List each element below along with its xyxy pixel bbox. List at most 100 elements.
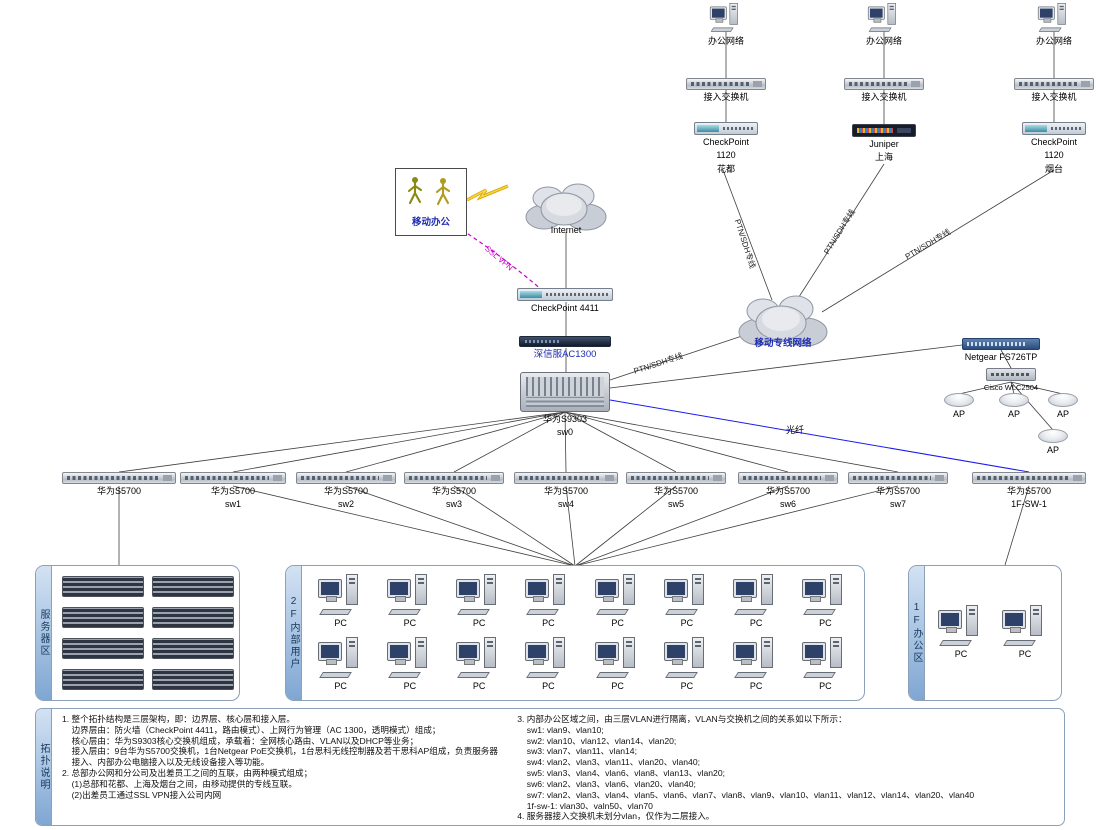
branch-workstation-huadu[interactable]: 办公网络 bbox=[704, 3, 748, 47]
switch-s5700-sw4[interactable]: 华为S5700 sw4 bbox=[514, 472, 618, 511]
pc-workstation[interactable]: PC bbox=[456, 636, 502, 692]
switch-s5700-1f-sw-1[interactable]: 华为S5700 1F-SW-1 bbox=[972, 472, 1086, 511]
branch-workstation-shanghai[interactable]: 办公网络 bbox=[862, 3, 906, 47]
note-line: sw5: vlan3、vlan4、vlan6、vlan8、vlan13、vlan… bbox=[517, 768, 726, 779]
mobile-office-group[interactable]: 移动办公 bbox=[395, 168, 467, 236]
pc-workstation[interactable]: PC bbox=[938, 605, 984, 660]
proxy-ac1300[interactable]: 深信服AC1300 bbox=[519, 336, 611, 361]
note-line: sw3: vlan7、vlan11、vlan14; bbox=[517, 746, 637, 757]
pc-label: PC bbox=[334, 618, 347, 629]
switch-s5700-sw2[interactable]: 华为S5700 sw2 bbox=[296, 472, 396, 511]
pc-workstation[interactable]: PC bbox=[525, 636, 571, 692]
router-juniper-shanghai[interactable]: Juniper 上海 bbox=[852, 124, 916, 164]
pc-label: PC bbox=[749, 618, 763, 629]
access-point-3[interactable]: AP bbox=[1048, 393, 1078, 420]
pc-workstation[interactable]: PC bbox=[317, 574, 364, 629]
pc-icon bbox=[317, 574, 364, 618]
pc-label: PC bbox=[403, 618, 417, 629]
floor1-zone-strip: 1F办公区 bbox=[909, 566, 925, 700]
pc-label: PC bbox=[472, 618, 486, 629]
workstation-icon bbox=[709, 3, 742, 34]
pc-workstation[interactable]: PC bbox=[663, 636, 710, 692]
branch-access-switch-shanghai[interactable]: 接入交换机 bbox=[844, 78, 924, 103]
switch-s5700-sw5[interactable]: 华为S5700 sw5 bbox=[626, 472, 726, 511]
switch-s5700-sw3[interactable]: 华为S5700 sw3 bbox=[404, 472, 504, 511]
firewall-checkpoint-huadu[interactable]: CheckPoint 1120 花都 bbox=[694, 122, 758, 175]
note-line: 核心层由：华为S9303核心交换机组成，承载着：全网核心路由、VLAN以及DHC… bbox=[62, 735, 419, 746]
switch-s5700-servers[interactable]: 华为S5700 bbox=[62, 472, 176, 499]
branch-access-switch-yantai[interactable]: 接入交换机 bbox=[1014, 78, 1094, 103]
pc-label: PC bbox=[819, 618, 832, 629]
site-label: 花都 bbox=[716, 163, 735, 174]
switch-sublabel: sw6 bbox=[779, 499, 796, 510]
internet-cloud[interactable]: Internet bbox=[520, 176, 612, 236]
cloud-icon bbox=[738, 295, 828, 347]
router-icon bbox=[852, 124, 916, 137]
branch-access-switch-huadu[interactable]: 接入交换机 bbox=[686, 78, 766, 103]
pc-workstation[interactable]: PC bbox=[802, 636, 848, 692]
pc-workstation[interactable]: PC bbox=[663, 574, 710, 629]
ap-icon bbox=[944, 393, 974, 407]
pc-workstation[interactable]: PC bbox=[317, 636, 364, 692]
server-icon[interactable] bbox=[62, 575, 144, 597]
mobile-leased-line-cloud[interactable]: 移动专线网络 bbox=[733, 288, 833, 350]
access-point-4[interactable]: AP bbox=[1038, 429, 1068, 456]
server-icon[interactable] bbox=[62, 638, 144, 660]
note-line: (1)总部和花都、上海及烟台之间，由移动提供的专线互联。 bbox=[62, 778, 297, 789]
server-icon[interactable] bbox=[152, 575, 234, 597]
server-icon[interactable] bbox=[152, 606, 234, 628]
switch-sublabel: sw7 bbox=[889, 499, 906, 510]
switch-label: 华为S5700 bbox=[765, 486, 811, 496]
switch-sublabel: sw2 bbox=[337, 499, 354, 510]
core-switch-s9303[interactable]: 华为S9303 sw0 bbox=[520, 372, 610, 439]
pc-workstation[interactable]: PC bbox=[733, 574, 779, 629]
access-point-2[interactable]: AP bbox=[999, 393, 1029, 420]
server-icon[interactable] bbox=[62, 669, 144, 691]
switch-sublabel: sw1 bbox=[224, 499, 241, 510]
switch-s5700-sw6[interactable]: 华为S5700 sw6 bbox=[738, 472, 838, 511]
firewall-checkpoint-4411[interactable]: CheckPoint 4411 bbox=[517, 288, 613, 314]
switch-label: 华为S5700 bbox=[875, 486, 921, 496]
switch-s5700-sw7[interactable]: 华为S5700 sw7 bbox=[848, 472, 948, 511]
chassis-icon bbox=[520, 372, 610, 412]
branch-workstation-yantai[interactable]: 办公网络 bbox=[1032, 3, 1076, 47]
access-point-1[interactable]: AP bbox=[944, 393, 974, 420]
pc-workstation[interactable]: PC bbox=[1002, 605, 1048, 660]
pc-icon bbox=[456, 636, 502, 681]
note-line: 接入层由：9台华为S5700交换机，1台Netgear PoE交换机，1台思科无… bbox=[62, 746, 498, 757]
switch-icon bbox=[626, 472, 726, 484]
pc-workstation[interactable]: PC bbox=[386, 636, 433, 692]
office-network-label: 办公网络 bbox=[1035, 36, 1072, 46]
pc-workstation[interactable]: PC bbox=[386, 574, 433, 629]
pc-workstation[interactable]: PC bbox=[594, 636, 641, 692]
firewall-icon bbox=[1022, 122, 1086, 135]
ap-label: AP bbox=[1046, 445, 1059, 455]
server-icon[interactable] bbox=[62, 606, 144, 628]
server-icon[interactable] bbox=[152, 669, 234, 691]
firewall-icon bbox=[694, 122, 758, 135]
note-line: (2)出差员工通过SSL VPN接入公司内网 bbox=[62, 789, 222, 800]
note-line: sw7: vlan2、vlan3、vlan4、vlan5、vlan6、vlan7… bbox=[517, 789, 975, 800]
server-icon[interactable] bbox=[152, 638, 234, 660]
poe-switch-netgear[interactable]: Netgear FS726TP bbox=[962, 338, 1040, 363]
pc-workstation[interactable]: PC bbox=[802, 574, 848, 629]
pc-workstation[interactable]: PC bbox=[594, 574, 641, 629]
topology-notes-box: 拓扑说明 1. 整个拓扑结构是三层架构，即：边界层、核心层和接入层。 边界层由：… bbox=[35, 708, 1065, 826]
travelers-icon bbox=[407, 177, 451, 206]
switch-label: 华为S5700 bbox=[210, 486, 256, 496]
pc-workstation[interactable]: PC bbox=[733, 636, 779, 692]
switch-s5700-sw1[interactable]: 华为S5700 sw1 bbox=[180, 472, 286, 511]
switch-label: 华为S5700 bbox=[1006, 486, 1052, 496]
workstation-icon bbox=[867, 3, 900, 34]
mobile-network-label: 移动专线网络 bbox=[754, 338, 812, 349]
firewall-checkpoint-yantai[interactable]: CheckPoint 1120 烟台 bbox=[1022, 122, 1086, 175]
internet-label: Internet bbox=[550, 225, 582, 235]
pc-workstation[interactable]: PC bbox=[525, 574, 571, 629]
access-switch-label: 接入交换机 bbox=[1031, 92, 1077, 102]
switch-icon bbox=[686, 78, 766, 90]
pc-icon bbox=[802, 574, 848, 618]
pc-workstation[interactable]: PC bbox=[456, 574, 502, 629]
note-line: 3. 内部办公区域之间，由三层VLAN进行隔离，VLAN与交换机之间的关系如以下… bbox=[517, 714, 847, 724]
wireless-controller-wlc2504[interactable]: Cisco WLC2504 bbox=[984, 368, 1038, 392]
floor2-pc-grid: PC PC PC PC PC PC PC PC PC PC PC PC PC P… bbox=[302, 566, 864, 700]
